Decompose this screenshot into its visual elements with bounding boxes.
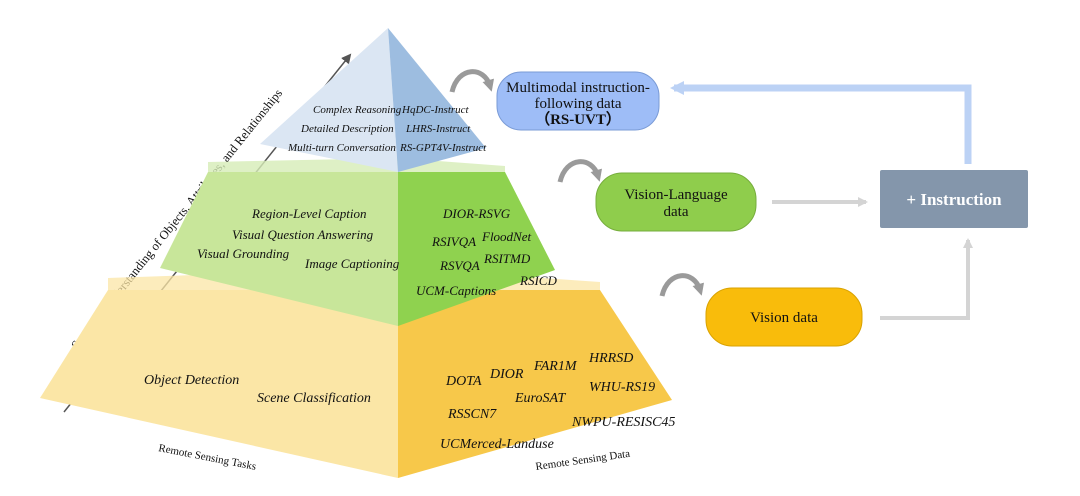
mid-task-visual-grounding: Visual Grounding <box>197 246 290 261</box>
mid-task-image-captioning: Image Captioning <box>304 256 400 271</box>
multimodal-data-box <box>496 71 660 131</box>
mid-task-region-level-caption: Region-Level Caption <box>251 206 366 221</box>
bottom-data-far1m: FAR1M <box>533 359 578 374</box>
pyramid-bottom-right <box>398 290 672 478</box>
mid-data-rsicd: RSICD <box>519 273 557 288</box>
bottom-data-ucmerced-landuse: UCMerced-Landuse <box>440 437 554 452</box>
multimodal-box-line2: following data <box>534 96 621 112</box>
vision-language-box-line1: Vision-Language <box>624 187 728 203</box>
pyramid-bottom-left <box>40 290 398 478</box>
instruction-box-label: + Instruction <box>906 190 1002 209</box>
top-task-multi-turn-conversation: Multi-turn Conversation <box>287 142 396 154</box>
bottom-data-dior: DIOR <box>489 367 524 382</box>
vision-box-label: Vision data <box>750 310 818 326</box>
curved-arrow-top <box>449 69 495 93</box>
multimodal-box-line1: Multimodal instruction- <box>506 80 650 96</box>
vision-language-box-line2: data <box>664 204 689 220</box>
bottom-data-whu-rs19: WHU-RS19 <box>589 380 655 395</box>
top-data-lhrs-instruct: LHRS-Instruct <box>405 123 471 135</box>
top-task-detailed-description: Detailed Description <box>300 123 394 135</box>
top-task-complex-reasoning: Complex Reasoning <box>313 104 402 116</box>
mid-data-dior-rsvg: DIOR-RSVG <box>442 206 511 221</box>
curved-arrow-middle <box>557 159 603 183</box>
bottom-task-scene-classification: Scene Classification <box>257 391 371 406</box>
pyramid-middle-right <box>398 172 555 326</box>
top-data-rs-gpt4v-instruct: RS-GPT4V-Instruct <box>399 142 487 154</box>
top-data-hqdc-instruct: HqDC-Instruct <box>401 104 470 116</box>
mid-data-rsivqa: RSIVQA <box>431 234 476 249</box>
multimodal-box-line3: （RS-UVT） <box>535 110 621 128</box>
bottom-data-eurosat: EuroSAT <box>514 391 567 406</box>
bottom-data-rsscn7: RSSCN7 <box>447 407 497 422</box>
pyramid-middle-left <box>160 172 398 326</box>
arrow-instruction-to-multimodal <box>670 81 972 164</box>
bottom-data-nwpu-resisc45: NWPU-RESISC45 <box>571 415 675 430</box>
mid-data-rsitmd: RSITMD <box>483 251 531 266</box>
bottom-data-hrrsd: HRRSD <box>588 351 633 366</box>
vision-data-box <box>705 287 863 347</box>
bottom-data-dota: DOTA <box>445 374 482 389</box>
mid-task-vqa: Visual Question Answering <box>232 227 374 242</box>
caption-remote-sensing-tasks: Remote Sensing Tasks <box>157 442 257 473</box>
mid-data-ucm-captions: UCM-Captions <box>416 283 496 298</box>
arrow-vision-to-instruction <box>880 238 973 320</box>
vision-language-data-box <box>595 172 757 232</box>
pyramid-top-right <box>388 28 486 172</box>
bottom-task-object-detection: Object Detection <box>144 373 239 388</box>
mid-data-rsvqa: RSVQA <box>439 258 480 273</box>
instruction-box <box>880 170 1028 228</box>
curved-arrow-bottom <box>659 273 705 297</box>
mid-data-floodnet: FloodNet <box>481 229 531 244</box>
pyramid-top-left <box>260 28 398 172</box>
